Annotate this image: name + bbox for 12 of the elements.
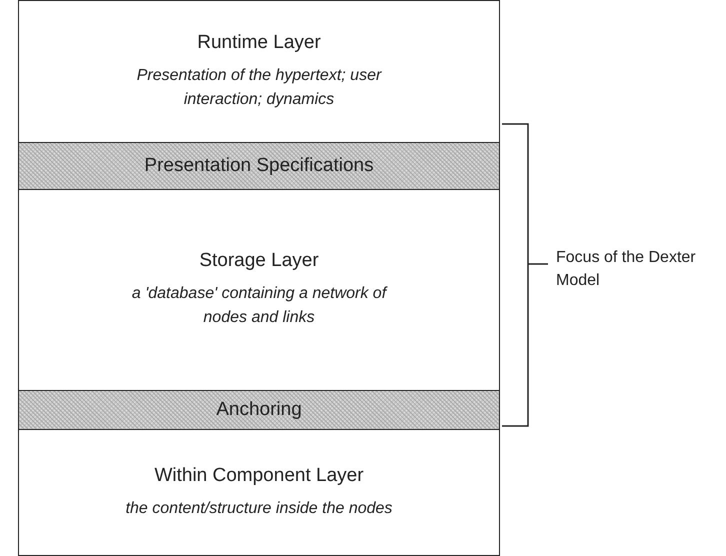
layer-description: a 'database' containing a network of nodes and links	[130, 284, 388, 328]
hatched-layer-band	[18, 390, 500, 430]
hatched-layer-band	[18, 142, 500, 190]
bracket-label: Focus of the Dexter Model	[556, 248, 696, 292]
layer-title: Runtime Layer	[197, 32, 321, 54]
layer-box	[18, 429, 500, 556]
layer-title: Anchoring	[216, 399, 302, 421]
layer-description: Presentation of the hypertext; user interaction; dynamics	[136, 66, 383, 110]
layer-title: Presentation Specifications	[144, 155, 374, 177]
layer-title: Storage Layer	[199, 250, 319, 272]
layer-title: Within Component Layer	[154, 464, 364, 486]
layer-description: the content/structure inside the nodes	[126, 498, 392, 518]
